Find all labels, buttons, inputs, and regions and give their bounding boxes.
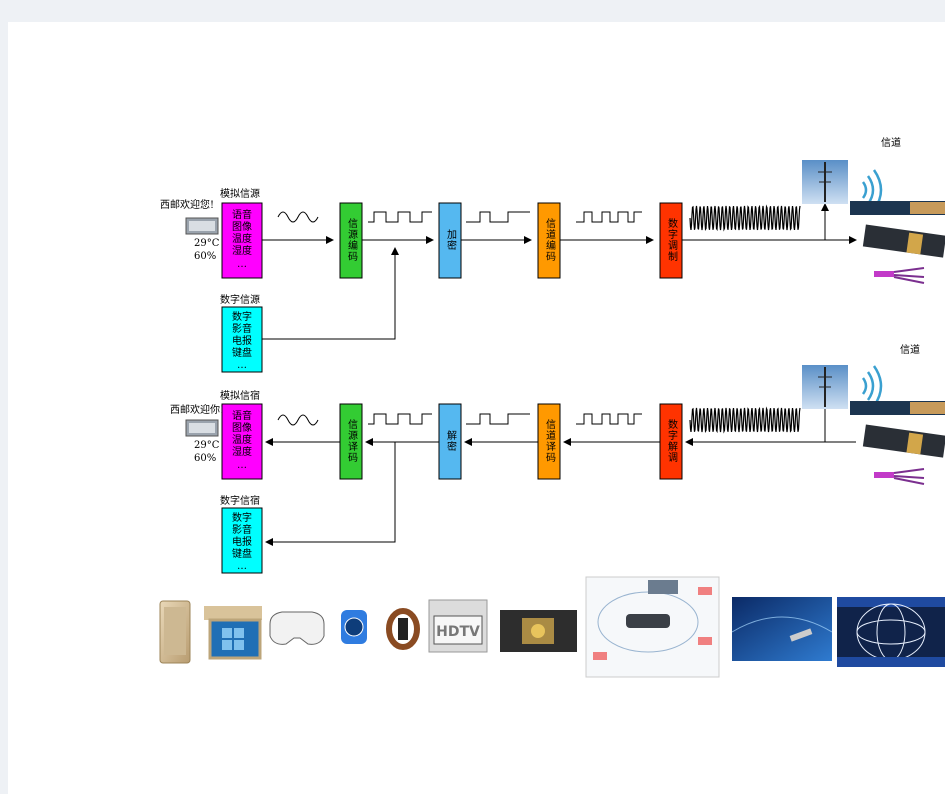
coax-cable-icon: [850, 201, 945, 215]
modulated-waveform: [689, 204, 801, 232]
rx-block-label: 解密: [445, 429, 457, 452]
rx-analog-item: 语音: [232, 409, 252, 422]
laptop-icon: [204, 606, 262, 660]
network-cable-icon: [874, 468, 925, 485]
digital-waveform: [466, 211, 530, 223]
rx-block-label: 信源译码: [346, 419, 358, 463]
rx-block-label: 数字解调: [666, 418, 678, 463]
rx-digital-branch: [265, 442, 396, 546]
rx-analog-sink-box: [221, 403, 263, 480]
hdtv-icon: HDTV: [428, 599, 488, 653]
tx-digital-item: 电报: [232, 334, 252, 347]
rx-block-source-decoding: [339, 403, 363, 480]
tx-block-label: 信道编码: [544, 218, 556, 262]
tx-analog-item: 语音: [232, 208, 252, 221]
rx-greeting: 西邮欢迎你!: [170, 403, 224, 416]
tx-digital-item: 数字: [232, 310, 252, 323]
smartphone-icon: [159, 600, 191, 664]
antenna-tower-icon: [802, 160, 848, 204]
chip-board-icon: [500, 610, 577, 652]
tx-digital-source-box: [221, 306, 263, 373]
rx-analog-sink-label: 模拟信宿: [220, 389, 260, 402]
smartwatch-icon: [341, 610, 367, 644]
sensor-display-icon: [185, 419, 219, 437]
tx-digital-source-label: 数字信源: [220, 293, 260, 306]
twisted-cable-icon: [862, 224, 945, 258]
communication-system-diagram: 信道 模拟信源 西邮欢迎您! 29°C 60% 语音 图像 温度 湿度 … 数字…: [159, 136, 945, 678]
tx-channel-label: 信道: [881, 136, 901, 149]
rx-temp: 29°C: [194, 440, 220, 451]
tx-analog-item: 温度: [232, 232, 252, 245]
modulated-waveform: [689, 406, 801, 434]
digital-waveform: [368, 413, 432, 425]
satellite-navigation-icon: [837, 597, 945, 667]
rx-analog-item: …: [237, 460, 247, 471]
device-gallery: HDTV: [159, 576, 945, 678]
rx-channel-label: 信道: [900, 343, 920, 356]
tx-block-label: 加密: [445, 229, 457, 251]
tx-digital-item: 键盘: [232, 346, 252, 359]
tx-digital-join: [262, 247, 399, 340]
rx-digital-item: …: [237, 561, 247, 572]
tx-block-label: 信源编码: [346, 218, 358, 262]
rx-digital-item: 影音: [232, 523, 252, 536]
receiver-chain: 信道 模拟信宿 西邮欢迎你! 29°C 60% 语音 图像 温度 湿度 … 数字…: [170, 343, 945, 574]
transmitter-chain: 信道 模拟信源 西邮欢迎您! 29°C 60% 语音 图像 温度 湿度 … 数字…: [160, 136, 945, 373]
rx-block-decryption: [438, 403, 462, 480]
tx-analog-source-box: [221, 202, 263, 279]
tx-analog-item: …: [237, 259, 247, 270]
sensor-display-icon: [185, 217, 219, 235]
rx-block-label: 信道译码: [544, 419, 556, 463]
tx-analog-source-label: 模拟信源: [220, 187, 260, 200]
rx-digital-sink-label: 数字信宿: [220, 494, 260, 507]
rx-block-channel-decoding: [537, 403, 561, 480]
digital-waveform: [576, 211, 642, 223]
rx-analog-item: 温度: [232, 433, 252, 446]
digital-waveform: [576, 413, 642, 425]
tx-analog-item: 图像: [232, 221, 252, 233]
digital-waveform: [466, 413, 530, 425]
tx-block-label: 数字调制: [666, 217, 678, 262]
fitness-band-icon: [386, 608, 420, 650]
connected-car-diagram-icon: [585, 576, 720, 678]
rx-block-demodulation: [659, 403, 683, 480]
rx-digital-item: 电报: [232, 535, 252, 548]
wireless-signal-icon: [861, 365, 883, 407]
svg-text:HDTV: HDTV: [436, 624, 480, 640]
tx-greeting: 西邮欢迎您!: [160, 198, 214, 211]
rx-analog-item: 图像: [232, 422, 252, 434]
digital-waveform: [368, 211, 432, 223]
rx-analog-item: 湿度: [232, 445, 252, 458]
vr-headset-icon: [269, 611, 325, 645]
tx-digital-item: 影音: [232, 322, 252, 335]
tx-digital-item: …: [237, 360, 247, 371]
coax-cable-icon: [850, 401, 945, 415]
analog-waveform: [277, 414, 319, 426]
rx-digital-sink-box: [221, 507, 263, 574]
tx-analog-item: 湿度: [232, 244, 252, 257]
network-cable-icon: [874, 267, 925, 284]
antenna-tower-icon: [802, 365, 848, 409]
page: 信道 模拟信源 西邮欢迎您! 29°C 60% 语音 图像 温度 湿度 … 数字…: [8, 22, 945, 794]
rx-digital-item: 键盘: [232, 547, 252, 560]
rx-humidity: 60%: [194, 453, 216, 464]
twisted-cable-icon: [862, 424, 945, 458]
satellite-earth-icon: [731, 597, 833, 661]
rx-digital-item: 数字: [232, 511, 252, 524]
analog-waveform: [277, 211, 319, 223]
tx-temp: 29°C: [194, 238, 220, 249]
tx-humidity: 60%: [194, 251, 216, 262]
